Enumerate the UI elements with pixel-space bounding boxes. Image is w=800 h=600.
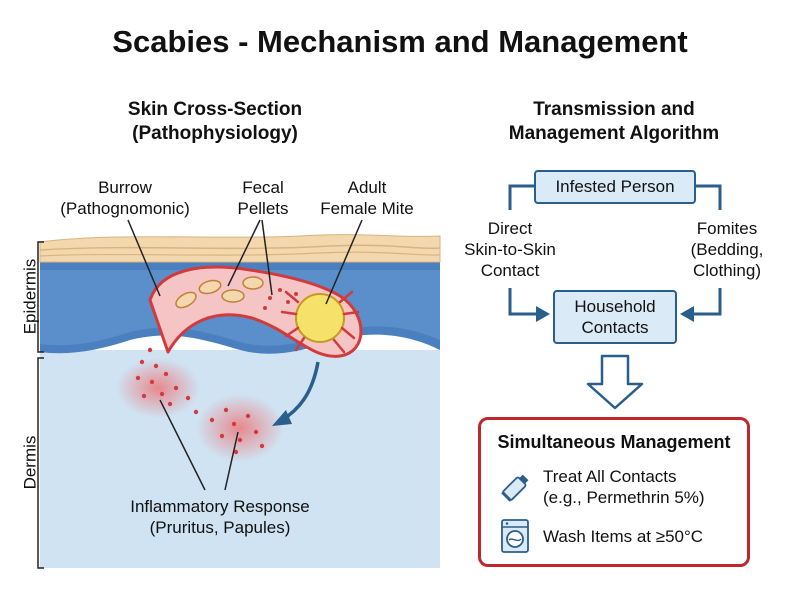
fecal-label-line2: Pellets	[237, 199, 289, 218]
down-arrow-icon	[586, 354, 644, 410]
direct-line2: Skin-to-Skin	[464, 240, 556, 259]
burrow-label-line1: Burrow	[98, 178, 152, 197]
female-mite-icon	[280, 290, 360, 354]
fomites-line1: Fomites	[696, 219, 758, 238]
egg-1	[175, 291, 197, 309]
household-contacts-box: Household Contacts	[553, 290, 677, 344]
household-line1: Household	[574, 297, 656, 316]
right-subtitle-line2: Management Algorithm	[508, 123, 720, 144]
page-title: Scabies - Mechanism and Management	[112, 24, 688, 59]
fecal-pellets-label: Fecal Pellets	[218, 177, 308, 219]
treat-contacts-item: Treat All Contacts (e.g., Permethrin 5%)	[543, 466, 705, 508]
flow-lines	[508, 184, 722, 316]
management-title: Simultaneous Management	[497, 432, 731, 452]
direct-contact-label: Direct Skin-to-Skin Contact	[448, 218, 572, 281]
mite-label-line2: Female Mite	[320, 199, 414, 218]
response-label-line1: Inflammatory Response	[130, 497, 310, 516]
management-box: Simultaneous Management Treat All Contac…	[478, 417, 750, 567]
inflammatory-response-label: Inflammatory Response (Pruritus, Papules…	[100, 496, 340, 538]
inflammation-glow-1	[116, 358, 200, 418]
leader-lines	[127, 219, 363, 491]
mite-label-line1: Adult	[347, 178, 387, 197]
burrow-label-line2: (Pathognomonic)	[60, 199, 190, 218]
arrow-head-left	[536, 306, 550, 322]
fomites-label: Fomites (Bedding, Clothing)	[672, 218, 782, 281]
mite-label: Adult Female Mite	[312, 177, 422, 219]
treat-line2: (e.g., Permethrin 5%)	[543, 488, 705, 507]
fomites-line3: Clothing)	[692, 261, 762, 280]
egg-4	[242, 276, 264, 290]
direct-line1: Direct	[487, 219, 533, 238]
left-subtitle-line1: Skin Cross-Section	[127, 99, 303, 120]
infested-person-box: Infested Person	[534, 170, 696, 204]
fecal-label-line1: Fecal	[242, 178, 284, 197]
response-label-line2: (Pruritus, Papules)	[149, 518, 291, 537]
household-line2: Contacts	[581, 318, 649, 337]
right-subtitle: Transmission and Management Algorithm	[478, 98, 750, 146]
egg-2	[198, 279, 222, 295]
cream-tube-icon	[501, 474, 529, 502]
stratum-line-2	[39, 251, 441, 257]
arrow-head-right	[680, 306, 694, 322]
right-subtitle-line1: Transmission and	[533, 99, 695, 120]
layer-brackets	[37, 241, 44, 569]
direct-line3: Contact	[480, 261, 540, 280]
washing-machine-icon	[501, 519, 529, 553]
left-subtitle-line2: (Pathophysiology)	[132, 123, 298, 144]
stratum-line-1	[39, 244, 441, 251]
treat-line1: Treat All Contacts	[543, 467, 677, 486]
egg-3	[221, 289, 245, 303]
fomites-line2: (Bedding,	[690, 240, 764, 259]
inflammatory-dots	[135, 347, 265, 455]
wash-items-item: Wash Items at ≥50°C	[543, 527, 704, 546]
left-subtitle: Skin Cross-Section (Pathophysiology)	[90, 98, 340, 146]
burrow-label: Burrow (Pathognomonic)	[40, 177, 210, 219]
inflammation-arrow-head	[272, 410, 292, 426]
